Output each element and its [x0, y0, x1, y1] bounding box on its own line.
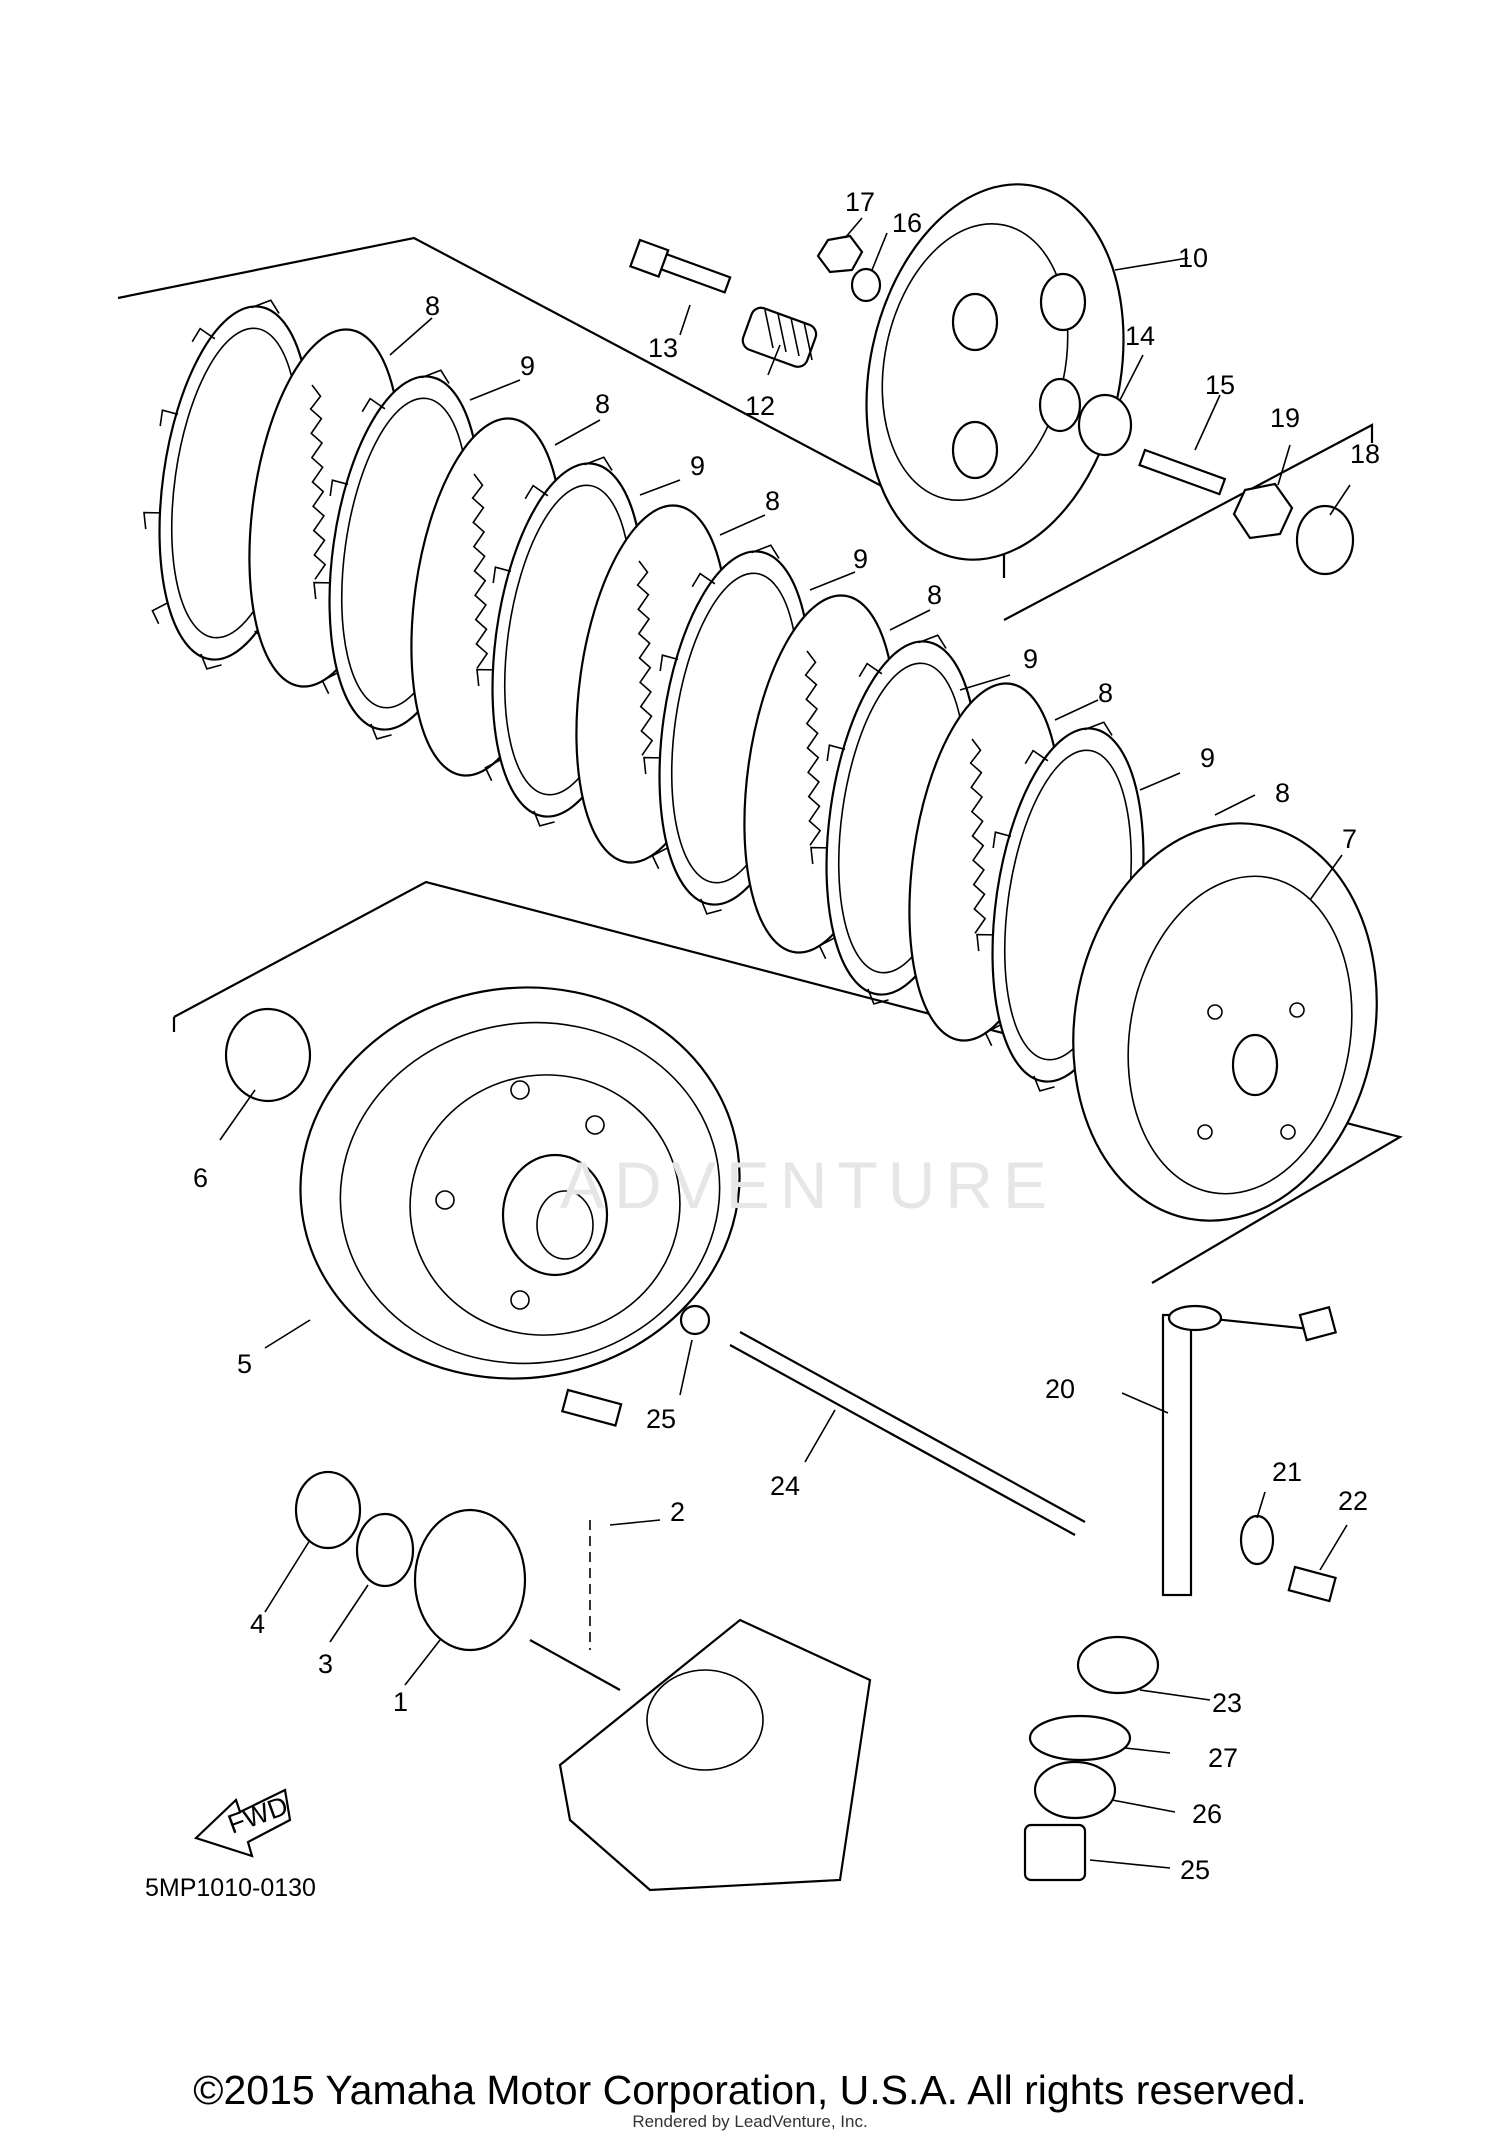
circlip — [1028, 1714, 1132, 1762]
callout-3: 3 — [318, 1649, 333, 1679]
leader-lines — [219, 217, 1351, 1869]
callout-8: 8 — [1275, 778, 1290, 808]
callout-23: 24 — [770, 1471, 800, 1501]
callout-27: 27 — [1208, 1743, 1238, 1773]
callout-numbers: 8 9 8 9 8 9 8 9 8 9 8 7 10 14 15 19 18 1… — [193, 187, 1380, 1885]
callout-22: 23 — [1212, 1688, 1242, 1718]
washer — [850, 267, 882, 303]
callout-12: 13 — [648, 333, 678, 363]
lock-washer — [1295, 504, 1355, 576]
callout-11: 12 — [745, 391, 775, 421]
clutch-housing — [299, 986, 741, 1380]
callout-9: 9 — [520, 351, 535, 381]
screw — [1287, 1565, 1337, 1603]
callout-1: 1 — [393, 1687, 408, 1717]
callout-6: 6 — [193, 1163, 208, 1193]
callout-15: 16 — [892, 208, 922, 238]
bolt-and-spring — [629, 238, 818, 368]
callout-8: 8 — [595, 389, 610, 419]
collar — [294, 1470, 362, 1550]
ball — [679, 1304, 711, 1336]
callout-9: 9 — [1023, 644, 1038, 674]
callout-10: 10 — [1178, 243, 1208, 273]
callout-17: 18 — [1350, 439, 1380, 469]
clutch-boss — [1072, 822, 1378, 1222]
rendered-by-notice: Rendered by LeadVenture, Inc. — [632, 2112, 868, 2131]
push-rod — [1138, 448, 1227, 496]
fwd-arrow-icon: FWD — [193, 1788, 292, 1858]
bearing — [1023, 1823, 1087, 1882]
primary-drive-gear — [413, 1508, 527, 1652]
callout-26: 26 — [1192, 1799, 1222, 1829]
callout-18: 19 — [1270, 403, 1300, 433]
callout-8: 8 — [765, 486, 780, 516]
callout-9: 9 — [1200, 743, 1215, 773]
callout-4: 4 — [250, 1609, 265, 1639]
push-rod-long — [729, 1331, 1086, 1536]
clutch-housing-outline — [173, 880, 1403, 1284]
straight-key — [560, 1388, 623, 1427]
callout-5: 5 — [237, 1349, 252, 1379]
crankshaft — [529, 1520, 872, 1892]
clutch-pack-outline — [117, 236, 1374, 621]
copyright-notice: ©2015 Yamaha Motor Corporation, U.S.A. A… — [193, 2067, 1307, 2113]
callout-8: 8 — [927, 580, 942, 610]
push-lever-shaft — [1161, 1304, 1338, 1597]
callout-8: 8 — [425, 291, 440, 321]
oil-seal — [1033, 1760, 1117, 1820]
callout-16: 17 — [845, 187, 875, 217]
callout-20: 21 — [1272, 1457, 1302, 1487]
circlip-small — [355, 1512, 415, 1588]
watermark-text: ADVENTURE — [560, 1148, 1057, 1222]
callout-21: 22 — [1338, 1486, 1368, 1516]
spring — [1076, 1635, 1160, 1695]
callout-9: 9 — [853, 544, 868, 574]
callout-7: 7 — [1342, 824, 1357, 854]
callout-2: 2 — [670, 1497, 685, 1527]
callout-13: 14 — [1125, 321, 1155, 351]
callout-25: 25 — [1180, 1855, 1210, 1885]
callout-8: 8 — [1098, 678, 1113, 708]
lock-nut — [1232, 482, 1294, 540]
thrust-washer — [224, 1007, 312, 1103]
callout-9: 9 — [690, 451, 705, 481]
callout-14: 15 — [1205, 370, 1235, 400]
nut — [816, 234, 864, 274]
washer-small — [1239, 1514, 1275, 1566]
diagram-code: 5MP1010-0130 — [145, 1874, 316, 1902]
plain-washer — [1077, 393, 1133, 457]
pressure-plate — [865, 183, 1125, 561]
callout-24: 25 — [646, 1404, 676, 1434]
callout-19: 20 — [1045, 1374, 1075, 1404]
